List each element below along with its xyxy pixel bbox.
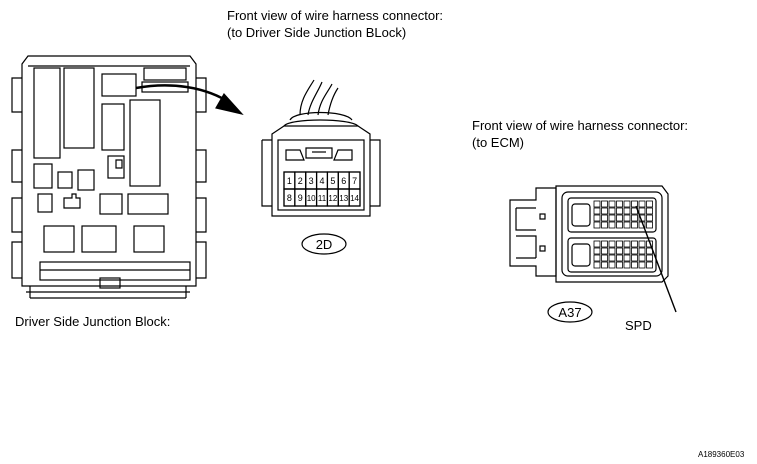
ecm-cavity: [593, 261, 601, 269]
ecm-cavity: [616, 214, 623, 222]
ecm-cavity: [608, 240, 616, 248]
ecm-cavity: [608, 261, 616, 269]
ecm-cavity: [623, 247, 631, 255]
ecm-cavity: [631, 261, 638, 269]
pointer-arrow: [135, 84, 244, 116]
pin-number: 14: [350, 194, 359, 203]
pin-number: 12: [328, 194, 337, 203]
ecm-cavity: [646, 254, 653, 262]
ecm-cavity: [608, 207, 616, 215]
ecm-cavity: [638, 207, 646, 215]
ecm-cavity: [616, 200, 623, 208]
pin-number: 6: [341, 176, 346, 186]
ecm-cavity: [623, 214, 631, 222]
ecm-cavity: [646, 261, 653, 269]
ecm-cavity: [608, 200, 616, 208]
ecm-cavity: [616, 207, 623, 215]
ecm-cavity: [638, 240, 646, 248]
spd-leader-line: [635, 205, 677, 313]
pin-number: 7: [352, 176, 357, 186]
ecm-cavity: [631, 254, 638, 262]
ecm-cavity: [593, 221, 601, 229]
ecm-cavity: [593, 214, 601, 222]
ecm-cavity: [608, 214, 616, 222]
ecm-cavity: [593, 254, 601, 262]
ecm-cavity: [638, 261, 646, 269]
ecm-cavity: [631, 200, 638, 208]
pin-number: 1: [287, 176, 292, 186]
ecm-cavity: [646, 207, 653, 215]
ecm-connector-title-line1: Front view of wire harness connector:: [472, 118, 689, 133]
ecm-cavity: [608, 221, 616, 229]
junction-block-drawing: [11, 55, 207, 299]
ecm-cavity: [623, 254, 631, 262]
pin-number: 2: [298, 176, 303, 186]
spd-pin-label: SPD: [625, 318, 652, 333]
ecm-cavity: [593, 207, 601, 215]
ecm-cavity: [646, 200, 653, 208]
ecm-cavity: [608, 247, 616, 255]
ecm-cavity: [593, 200, 601, 208]
pin-number: 9: [298, 193, 303, 203]
pin-number: 8: [287, 193, 292, 203]
ecm-cavity: [601, 240, 608, 248]
ecm-cavity: [616, 261, 623, 269]
ecm-cavity: [616, 254, 623, 262]
ecm-connector-drawing: [509, 185, 669, 283]
ecm-cavity: [646, 214, 653, 222]
ecm-cavity: [623, 240, 631, 248]
ecm-cavity: [601, 254, 608, 262]
jb-connector-code: 2D: [316, 237, 333, 252]
junction-block-label: Driver Side Junction Block:: [15, 314, 171, 329]
ecm-cavity: [623, 261, 631, 269]
figure-id: A189360E03: [698, 450, 745, 459]
ecm-cavity: [601, 200, 608, 208]
ecm-cavity: [616, 221, 623, 229]
ecm-pin-grid: [593, 200, 653, 269]
pin-number: 13: [339, 194, 348, 203]
ecm-cavity: [601, 221, 608, 229]
pin-number: 11: [318, 194, 327, 203]
ecm-cavity: [623, 221, 631, 229]
ecm-cavity: [631, 247, 638, 255]
pin-number: 4: [319, 176, 324, 186]
jb-connector-code-badge: [301, 233, 347, 255]
ecm-cavity: [616, 247, 623, 255]
ecm-cavity: [601, 261, 608, 269]
ecm-cavity: [593, 247, 601, 255]
ecm-cavity: [631, 214, 638, 222]
ecm-cavity: [638, 254, 646, 262]
pin-cell: [348, 188, 361, 207]
pin-number: 5: [330, 176, 335, 186]
jb-connector-title-line2: (to Driver Side Junction BLock): [227, 25, 407, 40]
ecm-cavity: [631, 240, 638, 248]
pin-number: 10: [307, 194, 316, 203]
ecm-cavity: [623, 200, 631, 208]
jb-connector-title-line1: Front view of wire harness connector:: [227, 8, 444, 23]
ecm-cavity: [601, 214, 608, 222]
ecm-connector-code: A37: [558, 305, 581, 320]
ecm-cavity: [631, 221, 638, 229]
ecm-cavity: [646, 221, 653, 229]
ecm-cavity: [601, 207, 608, 215]
ecm-cavity: [601, 247, 608, 255]
ecm-connector-code-badge: [547, 301, 593, 323]
ecm-cavity: [638, 200, 646, 208]
pin-number: 3: [309, 176, 314, 186]
ecm-cavity: [608, 254, 616, 262]
ecm-cavity: [638, 247, 646, 255]
ecm-connector-title-line2: (to ECM): [472, 135, 524, 150]
ecm-cavity: [593, 240, 601, 248]
ecm-cavity: [616, 240, 623, 248]
ecm-cavity: [623, 207, 631, 215]
